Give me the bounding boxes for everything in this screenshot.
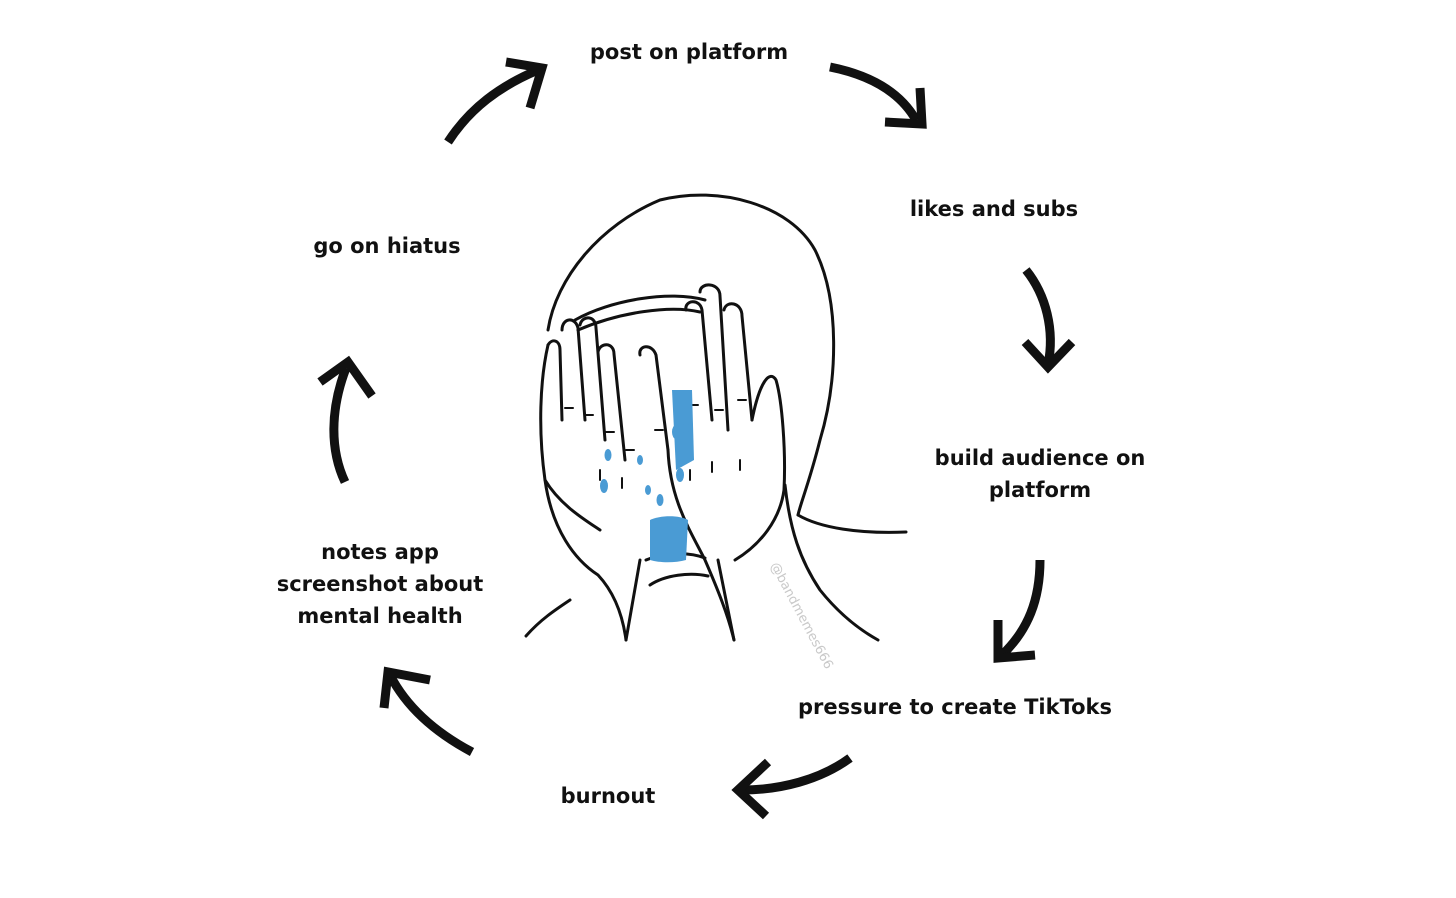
arrow-burnout-to-notes xyxy=(379,666,475,756)
step-likes-and-subs: likes and subs xyxy=(909,197,1079,221)
step-burnout: burnout xyxy=(560,784,656,808)
arrow-post-to-likes xyxy=(829,62,927,129)
step-go-on-hiatus: go on hiatus xyxy=(313,234,461,258)
arrow-hiatus-to-post xyxy=(444,57,548,145)
arrow-notes-to-hiatus xyxy=(317,355,376,484)
step-pressure-tiktoks: pressure to create TikToks xyxy=(798,695,1112,719)
step-post-on-platform: post on platform xyxy=(589,40,789,64)
step-notes-app-screenshot: notes app screenshot about mental health xyxy=(276,540,484,628)
head-outline xyxy=(546,193,836,517)
right-hand xyxy=(638,345,670,452)
tears xyxy=(600,390,694,563)
arrow-likes-to-build xyxy=(1021,267,1076,374)
arrow-pressure-to-burnout xyxy=(731,754,853,820)
right-shoulder xyxy=(796,513,908,534)
step-build-audience: build audience on platform xyxy=(934,446,1146,502)
forehead-band xyxy=(573,294,707,332)
arrow-build-to-pressure xyxy=(993,559,1045,663)
left-hand xyxy=(539,343,628,642)
right-arm-inner xyxy=(783,483,880,642)
